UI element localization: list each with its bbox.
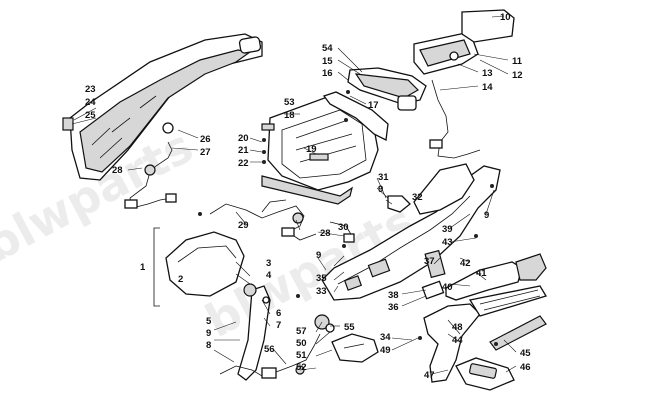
side-reflector [424, 249, 446, 279]
callout-52: 52 [296, 362, 307, 373]
grab-handle [421, 253, 547, 301]
callout-53: 53 [284, 97, 295, 108]
leader-lines [69, 15, 517, 375]
callout-46: 46 [520, 362, 531, 373]
callout-45: 45 [520, 348, 531, 359]
callout-2: 2 [178, 274, 183, 285]
callout-31: 31 [378, 172, 389, 183]
callout-49: 49 [380, 345, 391, 356]
callout-3: 3 [266, 258, 271, 269]
callout-labels: 23 24 25 26 27 28 10 11 12 13 14 54 15 1… [85, 12, 531, 381]
callout-18: 18 [284, 110, 295, 121]
callout-42: 42 [460, 258, 471, 269]
callout-38: 38 [388, 290, 399, 301]
callout-12: 12 [512, 70, 523, 81]
light-harness [429, 79, 481, 159]
callout-28-center: 28 [320, 228, 331, 239]
callout-35: 35 [316, 273, 327, 284]
callout-54: 54 [322, 43, 333, 54]
callout-8: 8 [206, 340, 211, 351]
callout-11: 11 [512, 56, 523, 67]
rack-bracket-top [322, 91, 389, 141]
callout-6: 6 [276, 308, 281, 319]
callout-40: 40 [442, 282, 453, 293]
seat-hinge-bracket [237, 283, 271, 381]
label-53 [261, 123, 275, 131]
callout-14: 14 [482, 82, 493, 93]
foot-step [423, 285, 547, 391]
seat-cushion [165, 231, 245, 297]
callout-27: 27 [200, 147, 211, 158]
rear-housing [321, 163, 501, 301]
callout-48: 48 [452, 322, 463, 333]
callout-23: 23 [85, 84, 96, 95]
callout-9-b: 9 [484, 210, 489, 221]
harness-center [209, 199, 355, 243]
callout-29: 29 [238, 220, 249, 231]
callout-4: 4 [266, 270, 272, 281]
callout-21: 21 [238, 145, 249, 156]
callout-9-a: 9 [378, 184, 383, 195]
callout-47: 47 [424, 370, 435, 381]
tail-light-assembly [347, 9, 515, 111]
callout-1: 1 [140, 262, 146, 273]
callout-20: 20 [238, 133, 249, 144]
callout-51: 51 [296, 350, 307, 361]
callout-28-left: 28 [112, 165, 123, 176]
callout-7: 7 [276, 320, 281, 331]
callout-55: 55 [344, 322, 355, 333]
callout-9-d: 9 [206, 328, 211, 339]
callout-33: 33 [316, 286, 327, 297]
callout-56: 56 [264, 344, 275, 355]
callout-24: 24 [85, 97, 96, 108]
callout-32: 32 [412, 192, 423, 203]
latch-harness [219, 333, 321, 379]
callout-15: 15 [322, 56, 333, 67]
callout-41: 41 [476, 268, 487, 279]
callout-13: 13 [482, 68, 493, 79]
callout-57: 57 [296, 326, 307, 337]
callout-34: 34 [380, 332, 391, 343]
callout-25: 25 [85, 110, 96, 121]
callout-17: 17 [368, 100, 379, 111]
callout-10: 10 [500, 12, 511, 23]
callout-50: 50 [296, 338, 307, 349]
callout-19: 19 [306, 144, 317, 155]
callout-36: 36 [388, 302, 399, 313]
callout-22: 22 [238, 158, 249, 169]
callout-9-c: 9 [316, 250, 321, 261]
callout-5: 5 [206, 316, 212, 327]
screw-48 [198, 90, 498, 346]
clip-25 [62, 117, 74, 131]
bracket-group-1 [153, 227, 160, 307]
callout-39: 39 [442, 224, 453, 235]
callout-16: 16 [322, 68, 333, 79]
harness-left [124, 122, 177, 209]
callout-43: 43 [442, 237, 453, 248]
callout-30: 30 [338, 222, 349, 233]
callout-44: 44 [452, 335, 463, 346]
callout-26: 26 [200, 134, 211, 145]
callout-37: 37 [424, 256, 435, 267]
